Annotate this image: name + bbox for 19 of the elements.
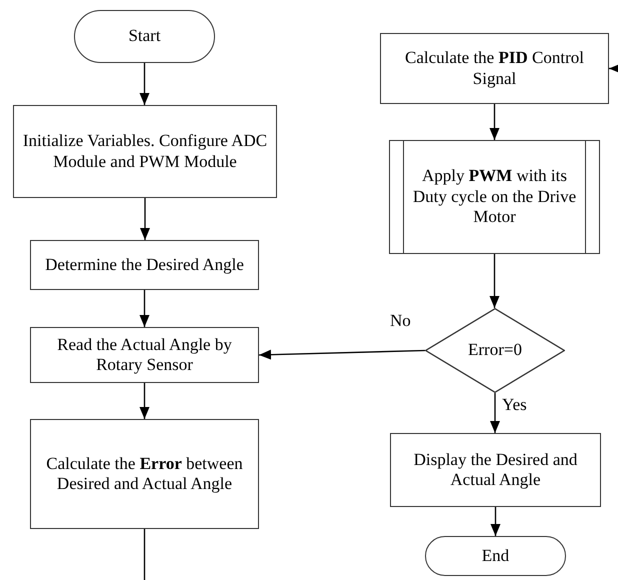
arrow [140, 198, 150, 240]
arrow [140, 383, 150, 419]
process-box: Read the Actual Angle by Rotary Sensor [30, 327, 259, 383]
arrow [140, 290, 150, 327]
arrow [490, 254, 500, 308]
arrow [490, 393, 500, 433]
process-box: Initialize Variables. Configure ADC Module and PWM Module [13, 105, 277, 198]
arrow [490, 507, 500, 536]
process-box: Calculate the Error between Desired and Actual Angle [30, 419, 259, 529]
arrow [140, 63, 150, 105]
arrow [609, 64, 618, 74]
subprocess-box: Apply PWM with its Duty cycle on the Drive Motor [389, 140, 600, 254]
process-box: Calculate the PID Control Signal [380, 33, 609, 104]
process-box: Display the Desired and Actual Angle [390, 433, 601, 507]
arrow [490, 104, 500, 140]
process-box: Determine the Desired Angle [30, 240, 259, 290]
connector-line [144, 529, 146, 580]
decision-diamond: Error=0 [425, 308, 565, 393]
arrow [258, 350, 426, 360]
